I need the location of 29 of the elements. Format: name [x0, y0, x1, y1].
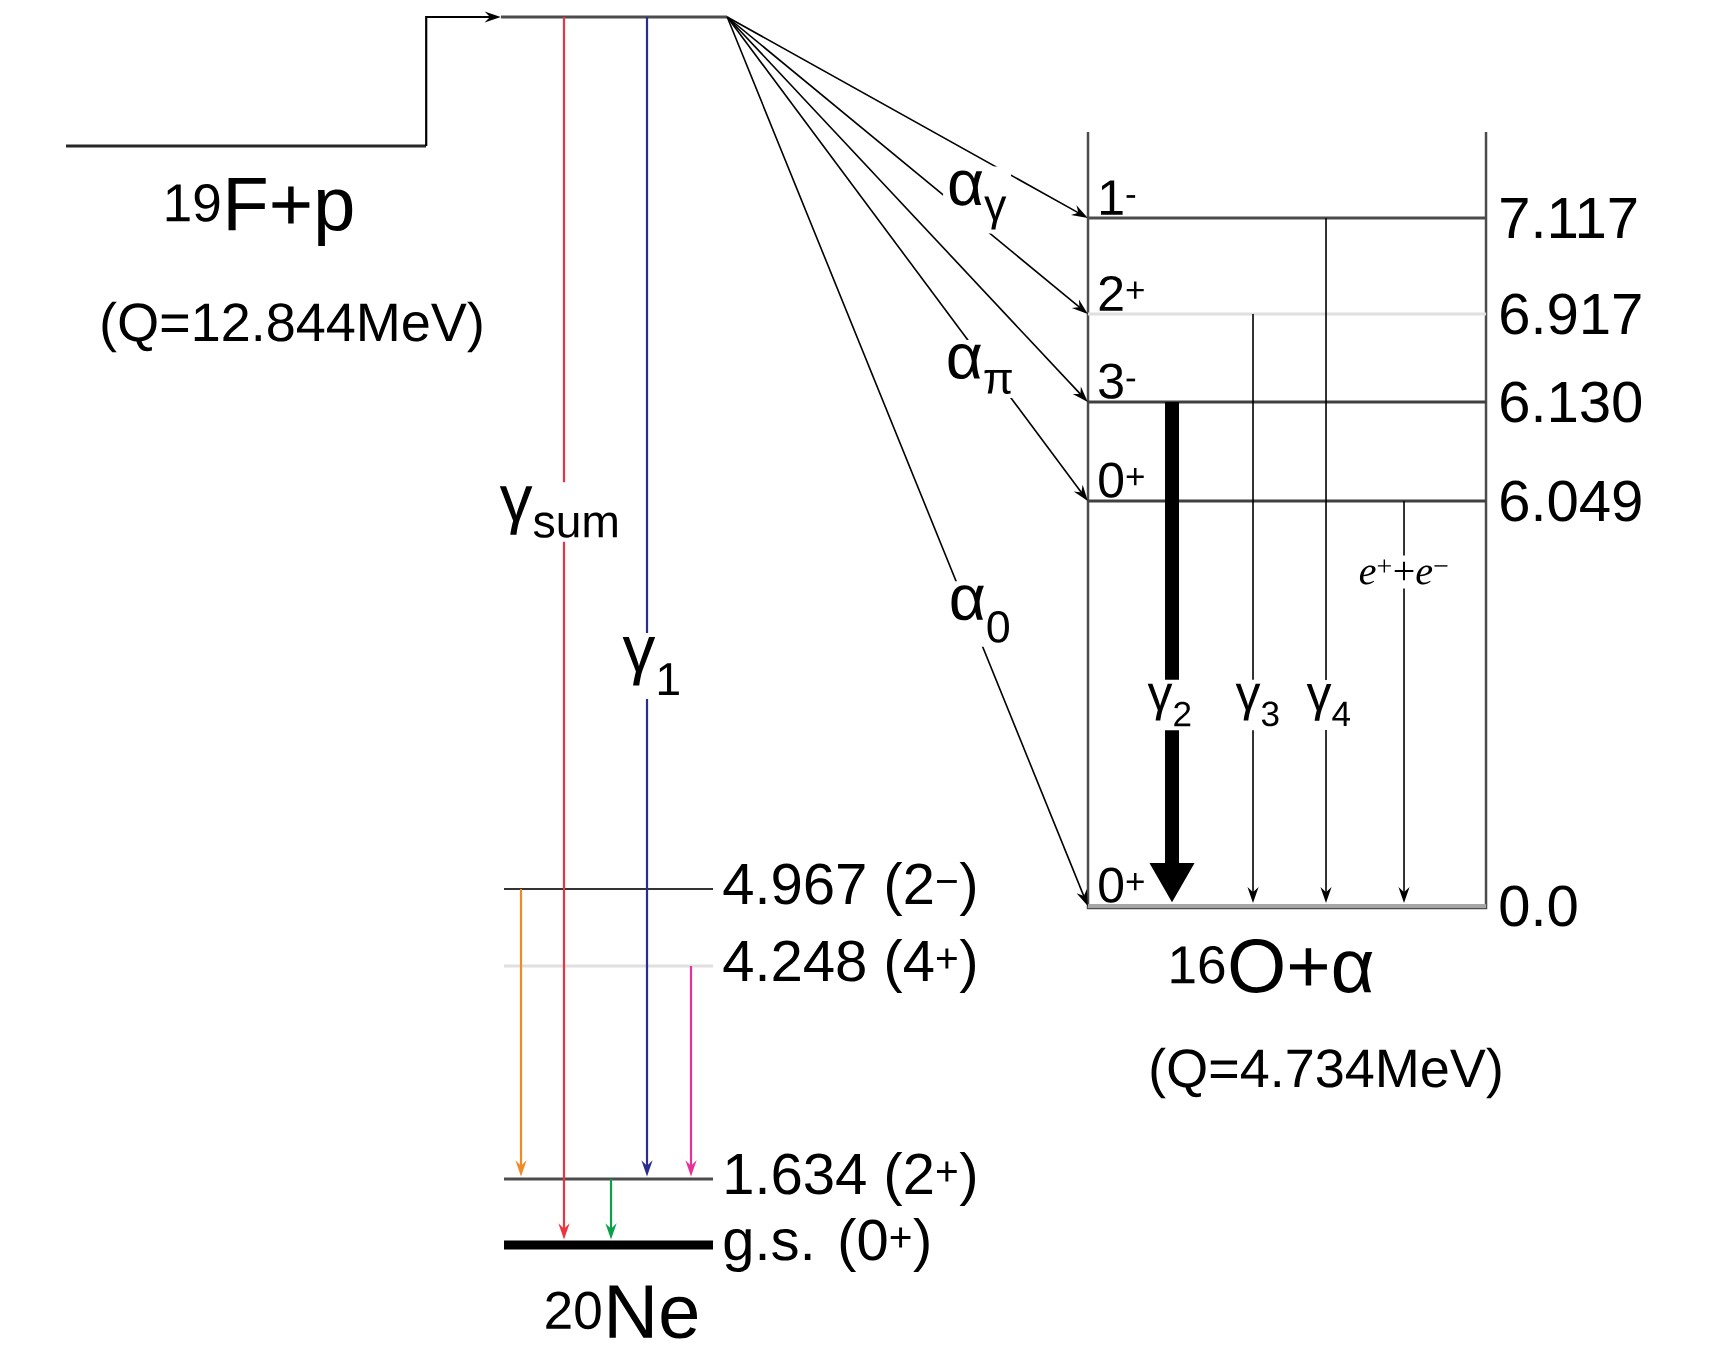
spin-label: 0$^{+}$: [1099, 462, 1144, 498]
spin-label: 2$^{+}$: [1099, 275, 1144, 311]
edge-label: γ$_{2}$: [1143, 679, 1197, 731]
edge-label: α$_{γ}$: [943, 166, 1011, 234]
level-label: 6.049: [1501, 480, 1641, 522]
edge-label: α$_{0}$: [944, 581, 1016, 647]
edge-label: γ$_{4}$: [1302, 680, 1356, 730]
level-label: 1.634 (2$^{+}$): [726, 1152, 975, 1206]
spin-label: 3$^{-}$: [1099, 363, 1136, 399]
nucleus-label: $^{19}$F+p: [166, 177, 353, 247]
level-label: 4.967 (2$^{−}$): [723, 862, 975, 916]
edge-label: e$^{+}$+e$^{−}$: [1354, 555, 1454, 589]
q-value-label: (Q=4.734MeV): [1151, 1047, 1501, 1099]
nucleus-label: $^{16}$O+α: [1171, 939, 1373, 993]
level-label: 0.0: [1500, 885, 1577, 927]
level-label: 6.917: [1501, 293, 1641, 335]
edge-label: α$_{π}$: [941, 340, 1019, 398]
spin-label: 0$^{+}$: [1099, 867, 1144, 903]
edge-label: γ$_{1}$: [618, 632, 686, 700]
energy-level-line: [501, 15, 727, 19]
q-value-label: (Q=12.844MeV): [102, 301, 482, 353]
level-label: 4.248 (4$^{+}$): [723, 939, 975, 993]
edge-label: γ$_{sum}$: [495, 482, 625, 542]
level-label: 7.117: [1501, 198, 1637, 238]
level-label: g.s. (0$^{+}$): [724, 1217, 929, 1273]
nucleus-label: $^{20}$Ne: [546, 1285, 698, 1339]
edge-label: γ$_{3}$: [1231, 679, 1285, 731]
spin-label: 1$^{-}$: [1101, 180, 1136, 215]
level-label: 6.130: [1501, 381, 1642, 423]
